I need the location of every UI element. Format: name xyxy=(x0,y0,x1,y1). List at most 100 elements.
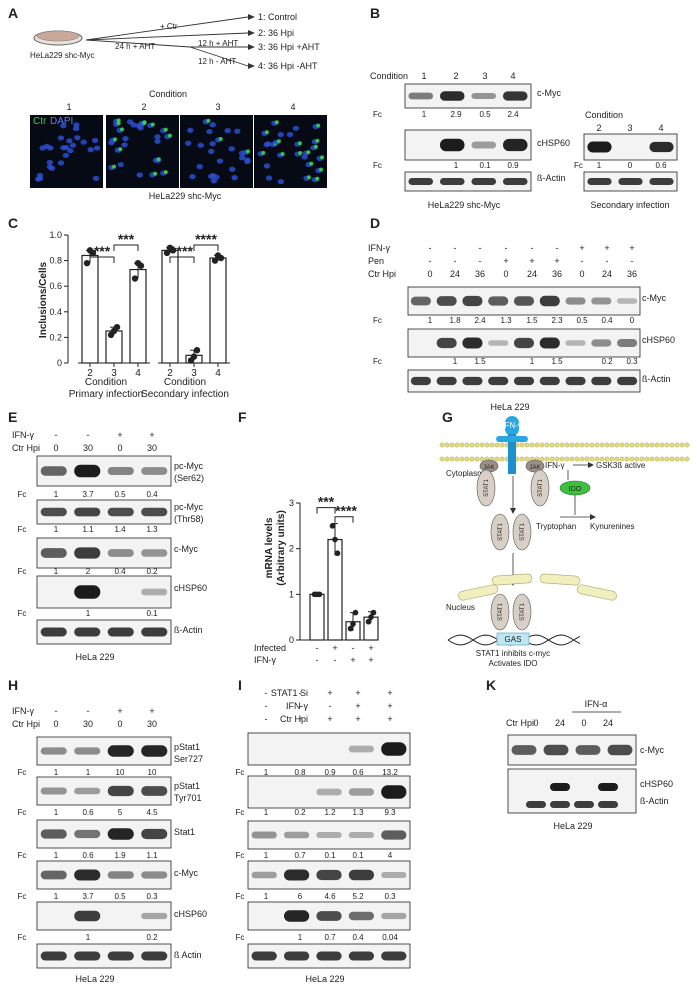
i-lane-headers: -----++-+++++++ xyxy=(265,688,393,724)
lipid-head xyxy=(644,456,650,462)
h-blot-hsp xyxy=(36,901,172,931)
d-hpi-value: 0 xyxy=(503,269,508,279)
blot-band xyxy=(511,745,537,755)
f-infected-value: - xyxy=(316,643,319,653)
lipid-head xyxy=(584,456,590,462)
inclusion-dot xyxy=(319,167,324,172)
panel-k-label: K xyxy=(486,677,496,693)
e-hpi-value: 0 xyxy=(117,443,122,453)
blot-band xyxy=(74,507,101,517)
h-fc-value: 1 xyxy=(54,892,59,901)
h-fc-value: 3.7 xyxy=(82,892,94,901)
i-si-value: + xyxy=(387,688,392,698)
lipid-head xyxy=(659,456,665,462)
lipid-head xyxy=(469,442,475,448)
stain-dapi: DAPI xyxy=(50,116,73,127)
f-point xyxy=(370,609,377,616)
lipid-head xyxy=(674,442,680,448)
b-hsp-fc-4: 0.9 xyxy=(507,161,519,170)
lipid-head xyxy=(474,456,480,462)
c-x-tick-label: 3 xyxy=(111,368,117,379)
blot-band xyxy=(488,376,509,386)
nucleus-dot xyxy=(36,175,44,181)
lipid-head xyxy=(479,442,485,448)
nucleus-dot xyxy=(224,128,231,134)
h-fc-value: 0.6 xyxy=(82,808,94,817)
c-point xyxy=(113,323,121,331)
f-infected-value: - xyxy=(352,643,355,653)
lipid-head xyxy=(684,442,690,448)
h-ifn-value: - xyxy=(55,706,58,716)
nucleus-dot xyxy=(292,125,300,131)
lipid-head xyxy=(654,442,660,448)
d-hpi-value: 36 xyxy=(475,269,485,279)
nuclear-pore-segment xyxy=(539,573,581,586)
f-point xyxy=(316,591,323,598)
panel-a-cell-line: HeLa229 shc-Myc xyxy=(30,51,94,60)
blot-band xyxy=(40,829,67,839)
d-hpi-value: 0 xyxy=(427,269,432,279)
lipid-head xyxy=(599,442,605,448)
panel-h: H IFN-γ Ctr Hpi -0-30+0+30 pStat1 Ser727… xyxy=(8,677,207,984)
lipid-head xyxy=(454,442,460,448)
lipid-head xyxy=(464,442,470,448)
b-cmyc-fc-1: 1 xyxy=(422,110,427,119)
lipid-head xyxy=(679,442,685,448)
arm-1: 1: Control xyxy=(258,12,297,22)
blot-band xyxy=(591,297,612,305)
inclusion-dot xyxy=(280,152,285,157)
e-p2: pc-Myc xyxy=(174,502,203,512)
blot-band xyxy=(251,951,277,961)
nucleus-dot xyxy=(122,136,129,142)
g-ifn: IFN-γ xyxy=(502,421,522,430)
blot-band xyxy=(141,871,168,879)
nucleus-dot xyxy=(62,152,70,158)
blot-band xyxy=(283,869,310,881)
c-sig-bracket xyxy=(89,256,115,263)
panel-a-cond-1: 1 xyxy=(66,102,71,112)
lipid-head xyxy=(484,442,490,448)
i-fc-value: 13.2 xyxy=(382,768,398,777)
nucleus-dot xyxy=(187,127,194,133)
panel-i-caption: HeLa 229 xyxy=(305,974,344,984)
lipid-head xyxy=(459,442,465,448)
i-row-ifn: IFN-γ xyxy=(286,701,308,711)
h-hpi-value: 0 xyxy=(117,719,122,729)
blot-band xyxy=(471,141,497,149)
c-x-tick-label: 4 xyxy=(215,368,221,379)
blot-band xyxy=(381,951,407,961)
panel-b-sec-caption: Secondary infection xyxy=(590,200,669,210)
arm-note-12h-plus: 12 h + AHT xyxy=(198,39,238,48)
nucleus-dot xyxy=(46,159,54,165)
blot-band xyxy=(439,138,465,152)
blot-band xyxy=(410,376,431,386)
i-fc-value: 0.6 xyxy=(352,768,364,777)
h-p4: c-Myc xyxy=(174,868,198,878)
i-fc-label: Fc xyxy=(236,892,245,901)
blot-band xyxy=(348,869,375,881)
lipid-head xyxy=(489,442,495,448)
d-hsp-fc: 1 xyxy=(530,357,535,366)
inclusion-dot xyxy=(261,150,266,155)
arm-note-24h: 24 h + AHT xyxy=(115,42,155,51)
c-y-tick-label: 0.6 xyxy=(49,281,62,291)
blot-band xyxy=(40,951,67,961)
i-fc-value: 9.3 xyxy=(384,808,396,817)
e-fc-value: 1.4 xyxy=(114,525,126,534)
lipid-head xyxy=(444,456,450,462)
d-row-hpi: Ctr Hpi xyxy=(368,269,396,279)
h-fc-label: Fc xyxy=(18,892,27,901)
f-sig-stars: *** xyxy=(318,494,335,510)
lipid-head xyxy=(589,456,595,462)
blot-band xyxy=(74,585,101,599)
f-ifn-value: + xyxy=(350,655,355,665)
d-cmyc-fc: 1 xyxy=(428,316,433,325)
blot-band xyxy=(526,801,546,808)
e-blot-hsp xyxy=(36,575,172,609)
lipid-head xyxy=(544,456,550,462)
nucleus-dot xyxy=(57,160,65,166)
d-cmyc-fc: 2.3 xyxy=(551,316,563,325)
nucleus-dot xyxy=(207,148,215,154)
nucleus-dot xyxy=(277,132,284,138)
